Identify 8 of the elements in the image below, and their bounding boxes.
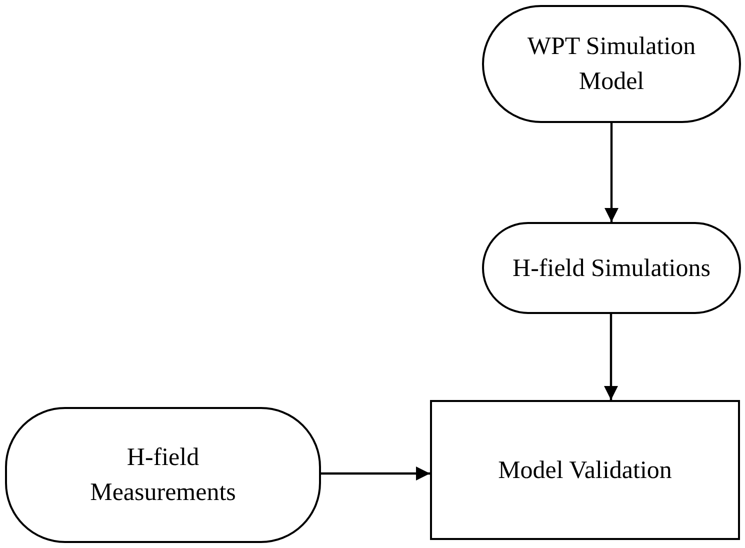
node-label: H-field Simulations [512, 254, 710, 284]
node-label: H-field Measurements [89, 443, 237, 508]
process-box [430, 400, 740, 540]
node-label: Model Validation [498, 456, 672, 486]
arrow [321, 466, 430, 480]
arrow [604, 314, 618, 400]
arrow [604, 123, 618, 222]
node-label: WPT Simulation Model [526, 32, 697, 97]
